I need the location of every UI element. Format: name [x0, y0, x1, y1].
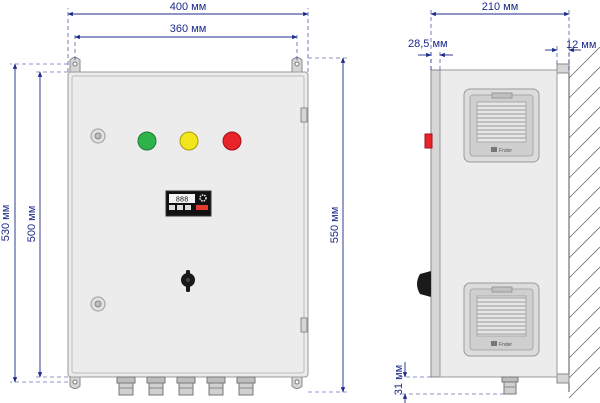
lamp-yellow	[179, 131, 199, 151]
side-view: Fnder Fnder 210 мм 28,5 мм	[393, 1, 600, 403]
side-bracket-bottom	[556, 373, 570, 384]
cable-gland-3	[176, 376, 196, 396]
enclosure-front	[67, 71, 309, 378]
side-bracket-top	[556, 63, 570, 74]
side-lamp-red	[424, 133, 433, 149]
cable-gland-5	[236, 376, 256, 396]
dim-label-500: 500 мм	[26, 206, 38, 243]
wall-hatching	[568, 46, 600, 399]
dim-label-210: 210 мм	[482, 1, 519, 13]
lamp-red	[222, 131, 242, 151]
front-view: 888 400 мм 360 мм	[0, 1, 348, 396]
display-readout: 888	[176, 197, 189, 205]
cable-gland-4	[206, 376, 226, 396]
dim-label-28-5: 28,5 мм	[408, 38, 448, 50]
dim-label-530: 530 мм	[0, 205, 12, 242]
vent-top-brand: Fnder	[499, 148, 512, 154]
cable-gland-2	[146, 376, 166, 396]
vent-top: Fnder	[463, 88, 540, 163]
door-outline	[71, 75, 305, 374]
hinge-bottom	[300, 317, 308, 333]
selector-switch-icon	[181, 270, 195, 292]
side-door	[430, 69, 441, 378]
dim-label-400: 400 мм	[170, 1, 207, 13]
cable-glands	[116, 376, 256, 396]
hinge-top	[300, 107, 308, 123]
side-switch-knob-icon	[417, 271, 431, 297]
controller-panel: 888	[165, 190, 212, 217]
lock-bottom-icon	[90, 296, 106, 312]
lamp-green	[137, 131, 157, 151]
dim-label-360: 360 мм	[170, 23, 207, 35]
vent-bottom-brand: Fnder	[499, 342, 512, 348]
side-cable-gland	[501, 376, 519, 395]
dim-label-31: 31 мм	[393, 365, 405, 395]
dim-label-12: 12 мм	[566, 39, 596, 51]
dim-label-550: 550 мм	[329, 207, 341, 244]
cable-gland-1	[116, 376, 136, 396]
lock-top-icon	[90, 128, 106, 144]
vent-bottom: Fnder	[463, 282, 540, 357]
